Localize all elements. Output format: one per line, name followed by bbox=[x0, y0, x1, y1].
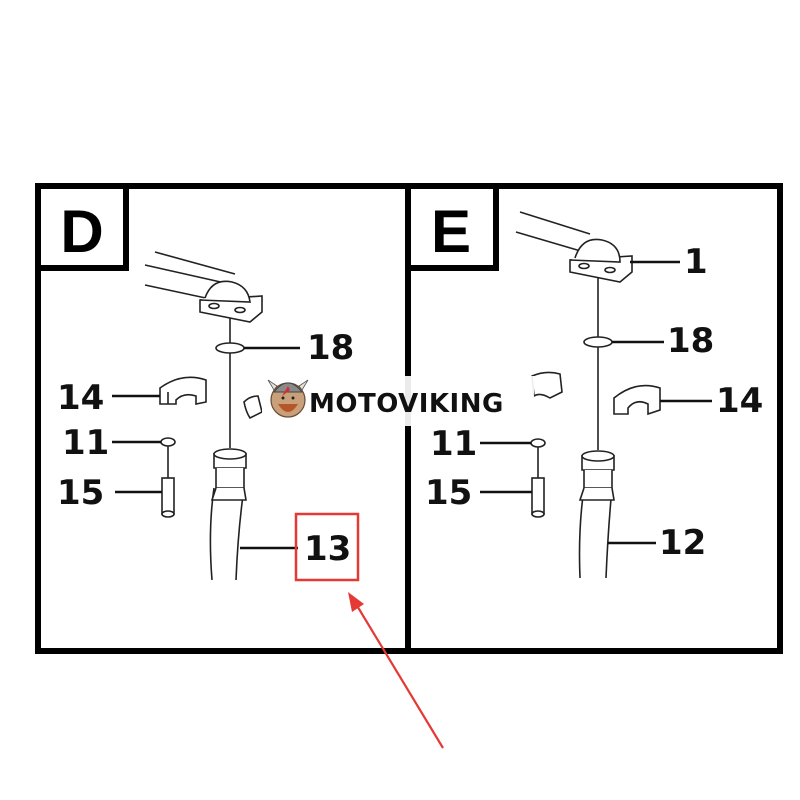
panel-e-tube-bracket bbox=[515, 211, 633, 450]
panel-e-label-12: 12 bbox=[659, 523, 706, 563]
annotation-arrow bbox=[348, 592, 444, 749]
watermark-bg bbox=[262, 376, 534, 426]
panel-d-hose bbox=[209, 448, 247, 581]
panel-e-oring bbox=[583, 336, 613, 348]
annotation-arrow-head bbox=[348, 592, 364, 612]
panel-d-oring bbox=[215, 342, 245, 354]
panel-d-bolt bbox=[161, 446, 175, 518]
viking-mascot-icon bbox=[267, 379, 309, 418]
panel-e-letter: E bbox=[431, 198, 471, 265]
panel-e-ring bbox=[530, 438, 546, 448]
panel-e-label-15: 15 bbox=[425, 473, 472, 513]
panel-d-label-14: 14 bbox=[57, 378, 104, 418]
panel-d-label-13: 13 bbox=[304, 529, 351, 569]
annotation-arrow-shaft bbox=[355, 603, 444, 749]
panel-e-letter-box bbox=[405, 183, 499, 271]
panel-e-hose bbox=[578, 450, 615, 579]
panel-e-label-1: 1 bbox=[684, 242, 708, 282]
panel-e-label-14: 14 bbox=[716, 381, 763, 421]
panel-d-clamp bbox=[159, 376, 207, 405]
panel-d-letter-box bbox=[35, 183, 129, 271]
panel-e-label-18: 18 bbox=[667, 321, 714, 361]
panel-d-ring bbox=[160, 437, 176, 447]
watermark: MOTOVIKING bbox=[262, 376, 534, 426]
panel-e-bolt bbox=[531, 447, 545, 518]
panel-d-tube-bracket bbox=[144, 251, 263, 448]
panel-d: D 18 14 11 bbox=[35, 183, 411, 654]
watermark-text: MOTOVIKING bbox=[309, 389, 504, 419]
panel-e-clamp-partial bbox=[531, 371, 563, 399]
panel-d-label-11: 11 bbox=[62, 423, 109, 463]
panel-d-label-18: 18 bbox=[307, 328, 354, 368]
panel-d-letter: D bbox=[60, 198, 103, 265]
panel-d-clamp-partial bbox=[243, 395, 263, 420]
panel-d-label-15: 15 bbox=[57, 473, 104, 513]
panel-e-clamp bbox=[613, 384, 661, 416]
panel-d-highlight-box bbox=[294, 512, 360, 582]
panel-e-label-11: 11 bbox=[430, 424, 477, 464]
